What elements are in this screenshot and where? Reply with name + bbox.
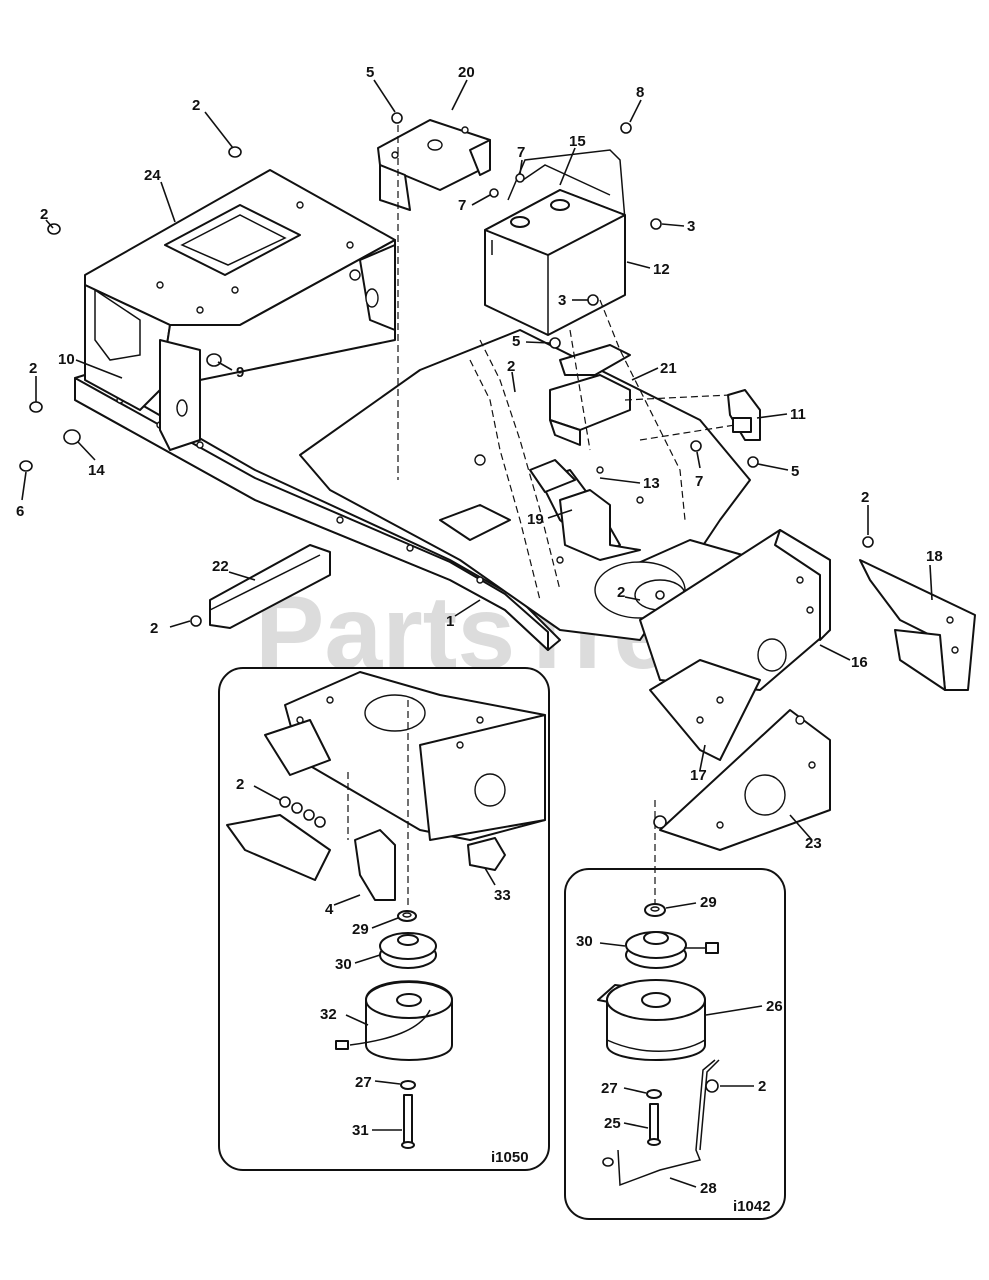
rear-bracket xyxy=(639,529,831,691)
callout-5: 5 xyxy=(512,333,520,350)
callout-27: 27 xyxy=(601,1080,618,1097)
hardware-bolts xyxy=(19,112,874,829)
callout-29: 29 xyxy=(352,921,369,938)
callout-12: 12 xyxy=(653,261,670,278)
callout-9: 9 xyxy=(236,364,244,381)
callout-17: 17 xyxy=(690,767,707,784)
callout-7: 7 xyxy=(517,144,525,161)
main-leaders xyxy=(21,79,933,841)
callout-3: 3 xyxy=(687,218,695,235)
battery-tray xyxy=(549,344,631,446)
callout-6: 6 xyxy=(16,503,24,520)
rear-bar xyxy=(209,544,331,629)
callout-5: 5 xyxy=(791,463,799,480)
hold-down-strap xyxy=(519,164,611,196)
callout-16: 16 xyxy=(851,654,868,671)
callout-1: 1 xyxy=(446,613,454,630)
upper-body-panel xyxy=(84,169,396,411)
callout-3: 3 xyxy=(558,292,566,309)
callout-2: 2 xyxy=(236,776,244,793)
callout-2: 2 xyxy=(617,584,625,601)
callout-28: 28 xyxy=(700,1180,717,1197)
callout-30: 30 xyxy=(576,933,593,950)
main-callouts: 2 24 2 2 10 9 14 6 5 20 8 7 15 7 3 12 3 … xyxy=(16,64,943,852)
callout-29: 29 xyxy=(700,894,717,911)
callout-11: 11 xyxy=(790,406,806,423)
rear-plate xyxy=(649,659,761,761)
hitch-plate xyxy=(659,709,831,851)
callout-4: 4 xyxy=(325,901,334,918)
inset-code-right: i1042 xyxy=(733,1198,771,1215)
battery-bracket xyxy=(377,119,491,211)
callout-2: 2 xyxy=(758,1078,766,1095)
callout-14: 14 xyxy=(88,462,105,479)
callout-31: 31 xyxy=(352,1122,369,1139)
callout-2: 2 xyxy=(861,489,869,506)
callout-2: 2 xyxy=(40,206,48,223)
side-bracket xyxy=(859,559,976,691)
callout-33: 33 xyxy=(494,887,511,904)
callout-8: 8 xyxy=(636,84,644,101)
inset-left: 2 4 29 30 32 27 31 33 i1050 xyxy=(218,667,550,1171)
callout-20: 20 xyxy=(458,64,475,81)
callout-5: 5 xyxy=(366,64,374,81)
inset-code-left: i1050 xyxy=(491,1149,529,1166)
callout-25: 25 xyxy=(604,1115,621,1132)
switch-bracket xyxy=(727,389,761,441)
callout-26: 26 xyxy=(766,998,783,1015)
callout-7: 7 xyxy=(458,197,466,214)
callout-15: 15 xyxy=(569,133,586,150)
inset-right: 29 30 26 27 2 25 28 i1042 xyxy=(564,868,786,1220)
battery xyxy=(484,189,626,336)
callout-32: 32 xyxy=(320,1006,337,1023)
callout-18: 18 xyxy=(926,548,943,565)
callout-10: 10 xyxy=(58,351,75,368)
bracket-19 xyxy=(529,459,641,561)
callout-2: 2 xyxy=(192,97,200,114)
callout-2: 2 xyxy=(29,360,37,377)
callout-7: 7 xyxy=(695,473,703,490)
callout-2: 2 xyxy=(150,620,158,637)
left-inner-panel xyxy=(159,339,201,451)
callout-13: 13 xyxy=(643,475,660,492)
callout-19: 19 xyxy=(527,511,544,528)
callout-27: 27 xyxy=(355,1074,372,1091)
callout-24: 24 xyxy=(144,167,161,184)
callout-21: 21 xyxy=(660,360,677,377)
callout-30: 30 xyxy=(335,956,352,973)
callout-22: 22 xyxy=(212,558,229,575)
callout-23: 23 xyxy=(805,835,822,852)
callout-2: 2 xyxy=(507,358,515,375)
